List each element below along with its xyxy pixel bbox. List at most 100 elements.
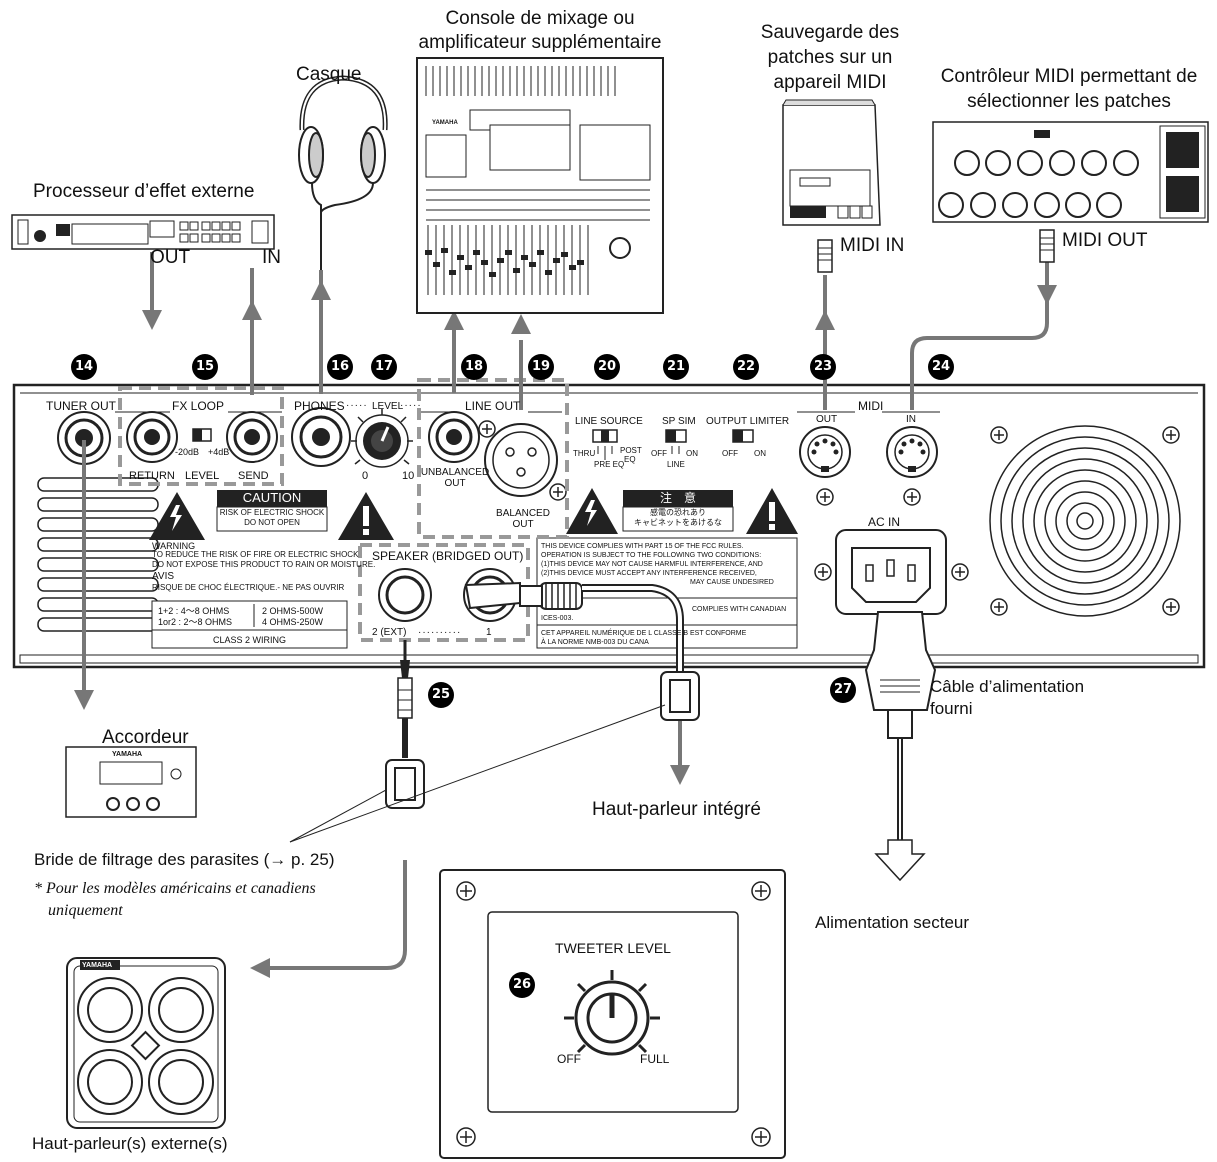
fcc-line-5: MAY CAUSE UNDESIRED <box>690 579 774 586</box>
tweeter-off-label: OFF <box>557 1052 581 1066</box>
callout-18: 18 <box>461 354 487 380</box>
fx-in-label: IN <box>262 247 281 268</box>
minus20-label: -20dB <box>175 447 200 457</box>
thru-label: THRU <box>573 449 596 458</box>
post-eq-label-2: EQ <box>624 455 636 464</box>
ohms-line-b: 1or2 : 2～8 OHMS <box>158 617 233 627</box>
power-cord <box>864 611 937 882</box>
balanced-label-2: OUT <box>512 519 534 530</box>
ac-in-label: AC IN <box>868 515 901 529</box>
vent-slots <box>37 477 159 632</box>
line-source-switch[interactable] <box>592 429 618 460</box>
fcc-line-3: (1)THIS DEVICE MAY NOT CAUSE HARMFUL INT… <box>541 561 763 568</box>
knob-min-label: 0 <box>362 470 369 482</box>
midi-controller-device <box>932 121 1209 223</box>
ices-line-1: COMPLIES WITH CANADIAN <box>692 606 787 613</box>
unbalanced-label-1: UNBALANCED <box>420 467 490 478</box>
ac-inlet[interactable] <box>835 529 947 615</box>
phones-jack[interactable] <box>291 407 351 467</box>
output-limiter-label: OUTPUT LIMITER <box>706 416 790 427</box>
phones-dots: ····· <box>346 400 368 411</box>
tweeter-level-title: TWEETER LEVEL <box>555 940 671 956</box>
phones-level-knob[interactable] <box>351 409 413 468</box>
balanced-out-xlr[interactable] <box>484 423 558 497</box>
ohms-line-c: 2 OHMS-500W <box>262 606 324 616</box>
output-limiter-switch[interactable] <box>732 429 754 443</box>
callout-16: 16 <box>327 354 353 380</box>
tweeter-level-knob[interactable] <box>564 970 660 1056</box>
sp-sim-line-label: LINE <box>667 460 685 469</box>
arrow-heads <box>74 280 1057 978</box>
callout-24: 24 <box>928 354 954 380</box>
speaker-dots: ·········· <box>418 627 462 638</box>
internal-speaker-label: Haut-parleur intégré <box>592 799 761 820</box>
screw-icon <box>478 420 567 501</box>
speaker-bridged-label: SPEAKER (BRIDGED OUT) <box>372 549 524 563</box>
signal-cables <box>82 252 1049 970</box>
ices-line-4: À LA NORME NMB-003 DU CANA <box>541 639 649 646</box>
unbalanced-out-jack[interactable] <box>428 411 480 463</box>
tuner-label: Accordeur <box>102 727 189 748</box>
midi-in-port[interactable] <box>886 426 938 478</box>
midi-plug-icon <box>817 229 1055 273</box>
noise-filter-note-1: * Pour les modèles américains et canadie… <box>34 880 316 897</box>
knob-max-label: 10 <box>402 470 415 482</box>
callout-17: 17 <box>371 354 397 380</box>
mixer-label-line2: amplificateur supplémentaire <box>418 32 662 53</box>
speaker-ext-jack[interactable] <box>378 568 432 622</box>
jp-caution-title: 注 意 <box>659 491 696 505</box>
sp-sim-on-label: ON <box>686 449 698 458</box>
tuner-device <box>65 746 197 818</box>
midi-storage-label-line3: appareil MIDI <box>773 72 887 93</box>
callout-27: 27 <box>830 677 856 703</box>
fx-send-jack[interactable] <box>226 411 278 463</box>
fx-loop-panel-label: FX LOOP <box>172 399 225 413</box>
phones-dots-2: ····· <box>400 400 422 411</box>
external-speaker-label: Haut-parleur(s) externe(s) <box>32 1134 228 1153</box>
caution-title: CAUTION <box>242 490 302 505</box>
fx-level-switch[interactable] <box>192 428 212 442</box>
warning-triangle-icon <box>149 488 798 540</box>
line-source-label: LINE SOURCE <box>575 416 643 427</box>
midi-out-panel-label: OUT <box>816 414 838 425</box>
mixer-brand: YAMAHA <box>432 120 458 126</box>
midi-out-label: MIDI OUT <box>1062 230 1148 251</box>
warning-line-2: DO NOT EXPOSE THIS PRODUCT TO RAIN OR MO… <box>152 560 376 569</box>
fx-processor-label: Processeur d’effet externe <box>33 181 255 202</box>
avis-title: AVIS <box>152 571 175 582</box>
mixer-label-line1: Console de mixage ou <box>445 8 635 29</box>
fx-processor-device <box>11 214 275 250</box>
tuner-brand: YAMAHA <box>112 751 143 758</box>
callout-25: 25 <box>428 682 454 708</box>
caution-box-jp <box>623 490 733 507</box>
tweeter-full-label: FULL <box>640 1052 670 1066</box>
internal-speaker-plug <box>464 581 684 720</box>
jp-caution-line-1: 感電の恐れあり <box>650 508 706 517</box>
sp-sim-switch[interactable] <box>665 429 687 454</box>
fx-return-jack[interactable] <box>126 411 178 463</box>
sp-sim-label: SP SIM <box>662 416 696 427</box>
noise-filter-note-2: uniquement <box>48 902 123 919</box>
tuner-out-jack[interactable] <box>57 411 111 465</box>
midi-storage-device <box>782 99 881 226</box>
send-panel-label: SEND <box>238 470 269 482</box>
midi-out-port[interactable] <box>799 426 851 478</box>
ices-line-2: ICES-003. <box>541 615 574 622</box>
callout-15: 15 <box>192 354 218 380</box>
callout-23: 23 <box>810 354 836 380</box>
speaker-2-label: 2 (EXT) <box>372 627 407 638</box>
speaker-1-label: 1 <box>486 627 492 638</box>
fcc-line-2: OPERATION IS SUBJECT TO THE FOLLOWING TW… <box>541 552 762 559</box>
mixer-device <box>416 57 664 314</box>
ohms-line-a: 1+2 : 4～8 OHMS <box>158 606 230 616</box>
plus4-label: +4dB <box>208 447 230 457</box>
limiter-off-label: OFF <box>722 449 738 458</box>
midi-storage-label-line1: Sauvegarde des <box>760 22 900 43</box>
midi-storage-label-line2: patches sur un <box>767 47 893 68</box>
mains-label: Alimentation secteur <box>815 913 970 932</box>
return-panel-label: RETURN <box>129 470 175 482</box>
wiring-table <box>151 600 348 649</box>
limiter-on-label: ON <box>754 449 766 458</box>
power-cable-label-1: Câble d’alimentation <box>930 677 1085 696</box>
